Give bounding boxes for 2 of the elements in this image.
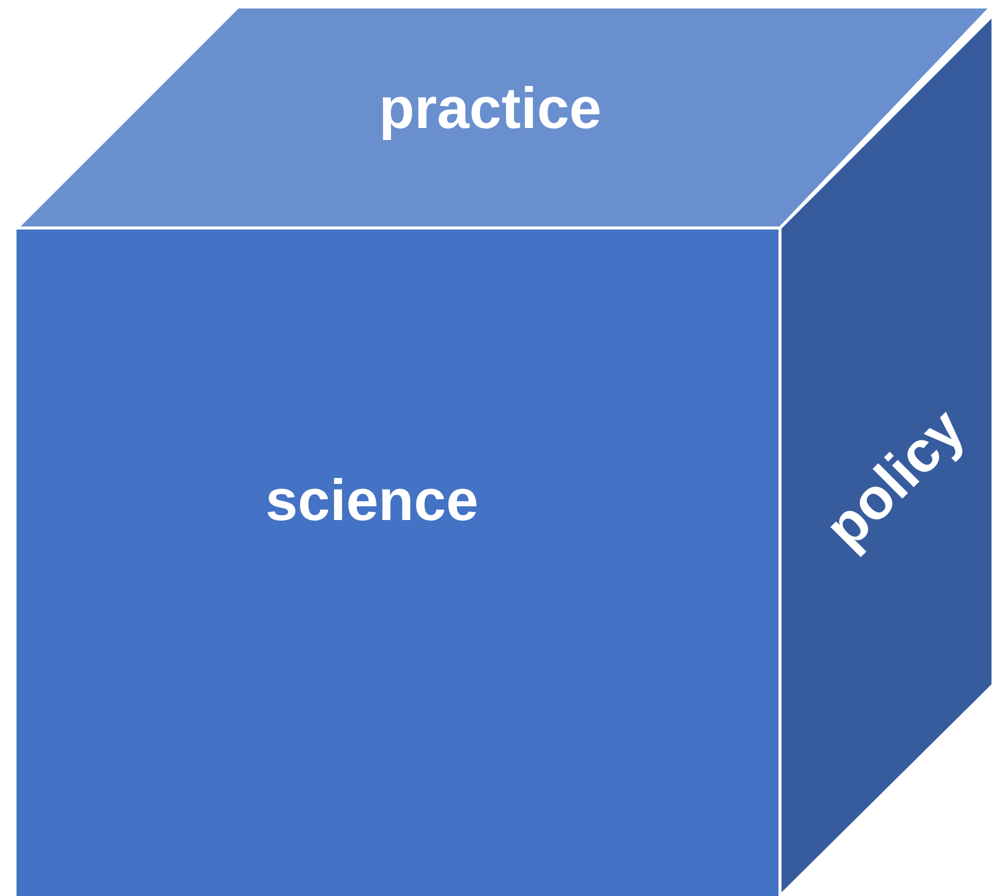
face-label: science bbox=[266, 466, 478, 534]
face-label: practice bbox=[379, 74, 602, 142]
